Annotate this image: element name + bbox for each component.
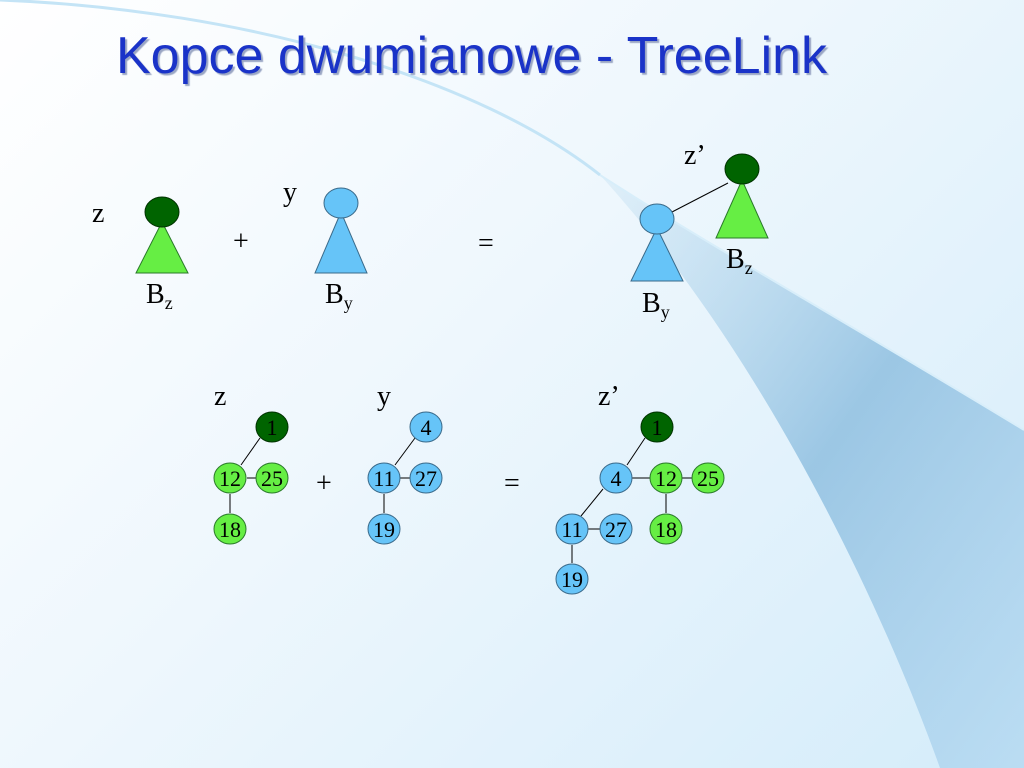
label-by: By (325, 279, 353, 313)
subtree-bz-result (715, 178, 769, 239)
tree-bz: z Bz (92, 196, 189, 313)
heap-node (213, 462, 247, 494)
heap-node (691, 462, 725, 494)
svg-text:11: 11 (561, 517, 582, 542)
child-node-y (639, 203, 675, 235)
svg-text:1: 1 (652, 415, 663, 440)
svg-text:27: 27 (415, 466, 437, 491)
plus-sign-bottom: + (316, 468, 332, 499)
label-bz: Bz (146, 279, 173, 313)
heap-node (255, 462, 289, 494)
label-heap-z-prime: z’ (598, 381, 620, 412)
label-z: z (92, 198, 104, 229)
root-node-z (144, 196, 180, 228)
heap-node (649, 513, 683, 545)
heap-node (213, 513, 247, 545)
svg-text:19: 19 (561, 567, 583, 592)
label-heap-y: y (377, 381, 391, 412)
heap-node (599, 462, 633, 494)
svg-text:27: 27 (605, 517, 627, 542)
svg-text:25: 25 (697, 466, 719, 491)
heap-z: z 1 12 25 18 (213, 381, 289, 545)
plus-sign-top: + (233, 226, 249, 257)
svg-text:11: 11 (373, 466, 394, 491)
root-node-y (323, 187, 359, 219)
svg-text:18: 18 (655, 517, 677, 542)
slide-title: Kopce dwumianowe - TreeLink (116, 27, 828, 85)
svg-text:4: 4 (611, 466, 622, 491)
svg-text:18: 18 (219, 517, 241, 542)
equals-sign-bottom: = (504, 468, 520, 499)
heap-node (555, 563, 589, 595)
root-node-z-prime (724, 153, 760, 185)
heap-node (599, 513, 633, 545)
heap-node (409, 462, 443, 494)
heap-node (409, 411, 443, 443)
heap-result: z’ 1 4 12 25 11 27 18 19 (555, 381, 725, 595)
svg-text:25: 25 (261, 466, 283, 491)
label-heap-z: z (214, 381, 226, 412)
heap-node (255, 411, 289, 443)
label-z-prime: z’ (684, 140, 706, 171)
svg-text:1: 1 (267, 415, 278, 440)
heap-node (649, 462, 683, 494)
subtree-by-result (630, 226, 684, 282)
subtree-by-triangle (314, 210, 368, 274)
heap-node (367, 462, 401, 494)
heap-y: y 4 11 27 19 (367, 381, 443, 545)
tree-result-top: z’ Bz By (630, 140, 769, 322)
label-by-result: By (642, 288, 670, 322)
svg-text:4: 4 (421, 415, 432, 440)
svg-text:12: 12 (655, 466, 677, 491)
heap-node (555, 513, 589, 545)
heap-node (367, 513, 401, 545)
equals-sign-top: = (478, 228, 494, 259)
subtree-bz-triangle (135, 220, 189, 274)
link-edge-top (671, 182, 729, 213)
label-y: y (283, 177, 297, 208)
svg-text:19: 19 (373, 517, 395, 542)
label-bz-result: Bz (726, 244, 753, 278)
tree-by: y By (283, 177, 368, 313)
heap-node (640, 411, 674, 443)
svg-text:12: 12 (219, 466, 241, 491)
